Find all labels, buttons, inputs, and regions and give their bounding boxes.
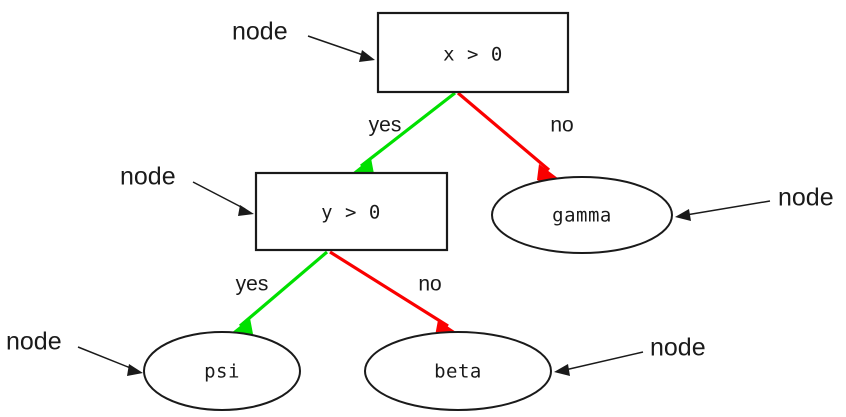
annotation-gamma: node (675, 184, 834, 221)
node-psi[interactable]: psi (143, 331, 301, 411)
annotation-psi-label: node (6, 328, 62, 356)
annotation-gamma-label: node (778, 184, 834, 212)
annotation-group: node node node node node (6, 18, 834, 376)
edge-inner-no-line (329, 250, 449, 328)
node-inner-box (254, 171, 449, 252)
annotation-psi: node (6, 328, 143, 376)
annotation-psi-arrowhead (127, 364, 143, 376)
node-root-label: x > 0 (443, 44, 503, 66)
node-gamma-ellipse (491, 176, 673, 254)
annotation-gamma-arrowhead (675, 209, 691, 221)
annotation-root-leader (307, 35, 367, 57)
edge-root-no-line (456, 91, 551, 172)
node-root-box (376, 11, 570, 94)
annotation-beta-arrowhead (554, 364, 570, 376)
node-group: x > 0 y > 0 gamma psi beta (143, 11, 673, 411)
edge-root-no[interactable] (456, 91, 559, 185)
node-root[interactable]: x > 0 (376, 11, 570, 94)
annotation-gamma-leader (685, 200, 771, 216)
annotation-inner-leader (192, 181, 246, 210)
edge-label-inner-yes: yes (236, 273, 269, 296)
annotation-root: node (232, 18, 375, 62)
edge-inner-yes-line (238, 250, 329, 328)
edge-root-yes[interactable] (351, 91, 456, 179)
node-gamma-label: gamma (552, 205, 612, 227)
node-inner-label: y > 0 (321, 202, 381, 224)
annotation-beta-leader (564, 351, 644, 371)
annotation-inner-label: node (120, 163, 176, 191)
node-inner[interactable]: y > 0 (254, 171, 449, 252)
edge-inner-no[interactable] (329, 250, 459, 340)
edge-label-inner-no: no (418, 273, 441, 296)
annotation-root-arrowhead (359, 50, 375, 62)
edge-label-root-yes: yes (369, 114, 402, 137)
annotation-root-label: node (232, 18, 288, 46)
node-gamma[interactable]: gamma (491, 176, 673, 254)
node-beta-ellipse (364, 331, 552, 411)
edge-label-root-no: no (550, 114, 573, 137)
annotation-inner: node (120, 163, 254, 216)
node-beta[interactable]: beta (364, 331, 552, 411)
node-psi-label: psi (204, 361, 240, 383)
annotation-beta-label: node (650, 334, 706, 362)
edge-group: yes no yes no (230, 91, 574, 340)
annotation-inner-arrowhead (238, 205, 254, 216)
node-beta-label: beta (434, 361, 482, 383)
node-psi-ellipse (143, 331, 301, 411)
annotation-beta: node (554, 334, 706, 376)
annotation-psi-leader (77, 346, 134, 370)
edge-root-yes-line (360, 91, 456, 168)
